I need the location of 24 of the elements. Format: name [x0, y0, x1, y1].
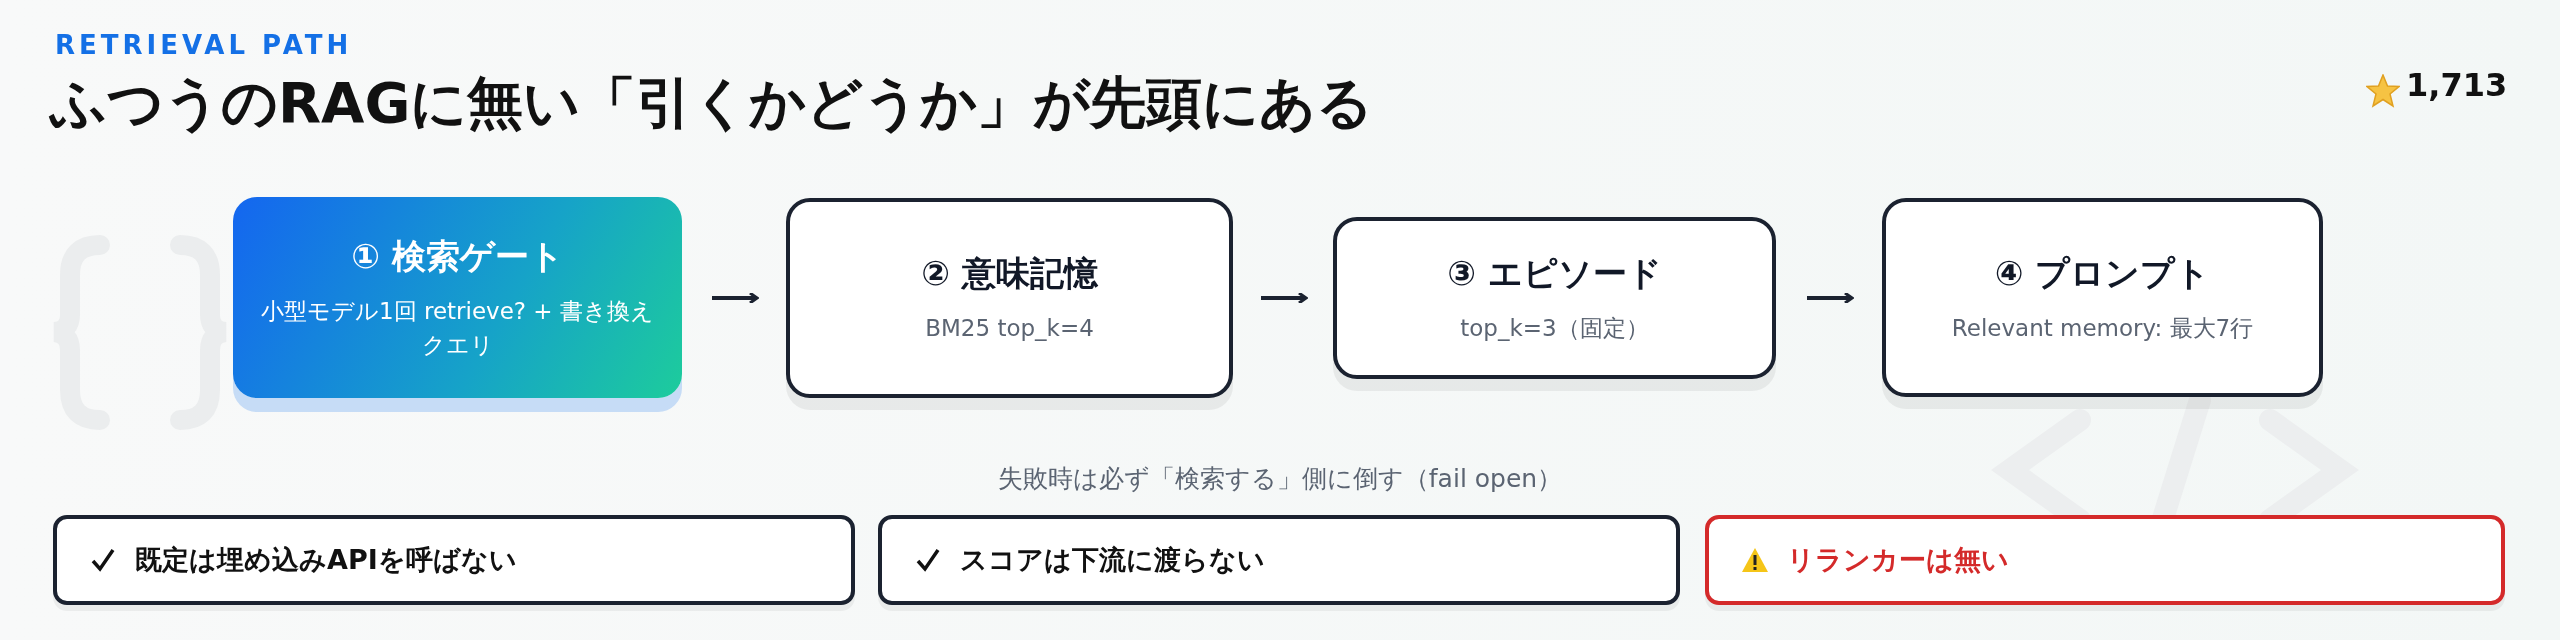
- step-description: BM25 top_k=4: [925, 314, 1094, 343]
- eyebrow-label: RETRIEVAL PATH: [55, 30, 353, 60]
- title: ふつうのRAGに無い「引くかどうか」が先頭にある: [50, 69, 1374, 137]
- star-count: 1,713: [2406, 66, 2508, 104]
- step-heading: ④ プロンプト: [1994, 251, 2211, 295]
- warning-box: [1705, 515, 2505, 605]
- step-heading: ② 意味記憶: [921, 252, 1098, 295]
- note-text: スコアは下流に渡らない: [960, 543, 1265, 577]
- step-box: [1882, 198, 2323, 397]
- note-box: [53, 515, 855, 605]
- step-description: Relevant memory: 最大7行: [1951, 313, 2254, 343]
- step-description: 小型モデル1回 retrieve? + 書き換えクエリ: [260, 296, 655, 360]
- step-heading: ③ エピソード: [1447, 252, 1662, 295]
- step-description: top_k=3（固定）: [1460, 314, 1649, 343]
- step-box: [786, 198, 1233, 398]
- note-text: 既定は埋め込みAPIを呼ばない: [135, 543, 517, 577]
- arrow: [1807, 291, 1854, 305]
- note-text: リランカーは無い: [1787, 543, 2009, 577]
- note-text: 失敗時は必ず「検索する」側に倒す（fail open）: [996, 463, 1564, 495]
- step-heading: ① 検索ゲート: [351, 234, 564, 278]
- step-box: [1333, 217, 1776, 379]
- arrow: [1261, 291, 1308, 305]
- arrow: [712, 291, 759, 305]
- note-box: [878, 515, 1680, 605]
